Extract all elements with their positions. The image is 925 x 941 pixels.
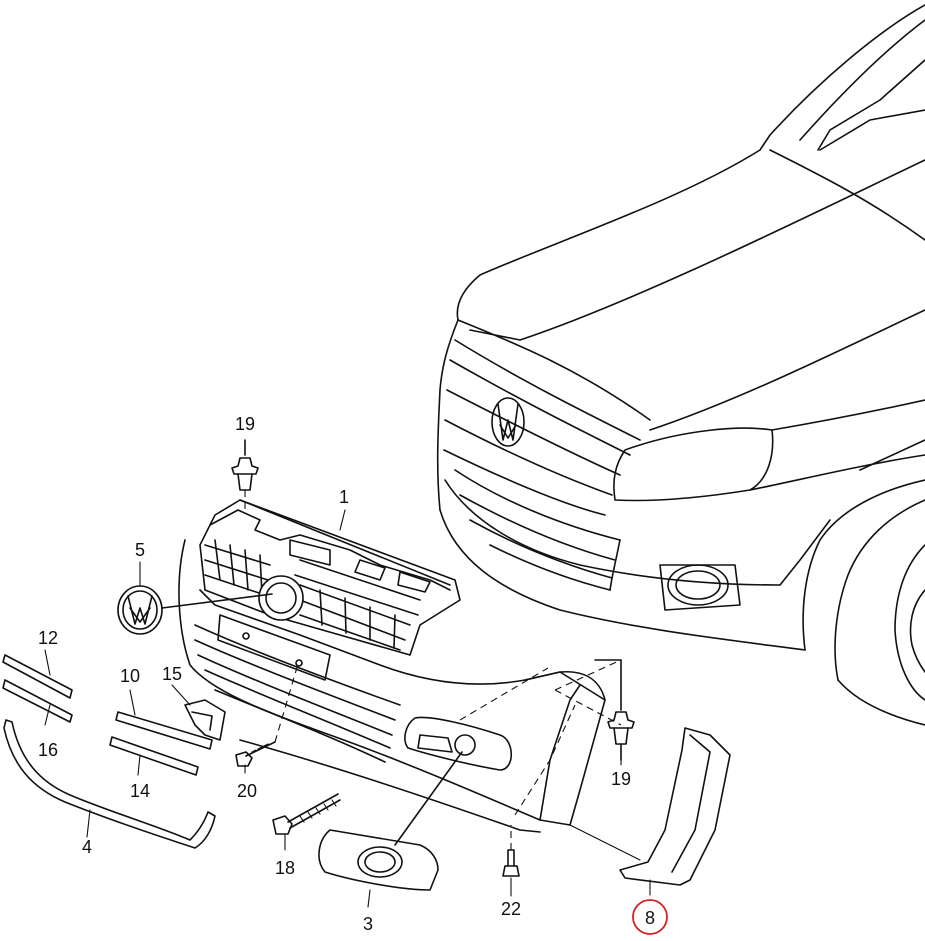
side-trim-panel <box>619 727 731 886</box>
callout-3: 3 <box>363 914 373 934</box>
bumper-cover <box>178 539 641 861</box>
bolt-18 <box>272 793 341 835</box>
trim-strips <box>2 654 213 776</box>
callout-4: 4 <box>82 837 92 857</box>
clip-right <box>607 659 635 761</box>
vehicle-outline <box>436 4 925 726</box>
callout-14: 14 <box>130 781 150 801</box>
callout-19-top: 19 <box>235 414 255 434</box>
highlight-circle <box>632 899 668 935</box>
vw-emblem <box>117 585 273 635</box>
callout-12: 12 <box>38 628 58 648</box>
callout-1: 1 <box>339 487 349 507</box>
callout-8: 8 <box>645 908 655 928</box>
screw-22 <box>502 825 520 877</box>
callout-5: 5 <box>135 540 145 560</box>
callout-22: 22 <box>501 899 521 919</box>
leader-lines <box>44 509 651 908</box>
callout-18: 18 <box>275 858 295 878</box>
fog-lamp-grille <box>318 751 463 891</box>
callout-20: 20 <box>237 781 257 801</box>
radiator-grille <box>199 499 461 656</box>
callout-19-right: 19 <box>611 769 631 789</box>
screw-20 <box>235 663 299 767</box>
bracket <box>184 699 226 741</box>
callout-15: 15 <box>162 664 182 684</box>
lower-trim-strip <box>3 719 216 849</box>
callout-16: 16 <box>38 740 58 760</box>
assembly-lines <box>459 659 622 816</box>
clip-top <box>231 439 259 510</box>
callout-10: 10 <box>120 666 140 686</box>
